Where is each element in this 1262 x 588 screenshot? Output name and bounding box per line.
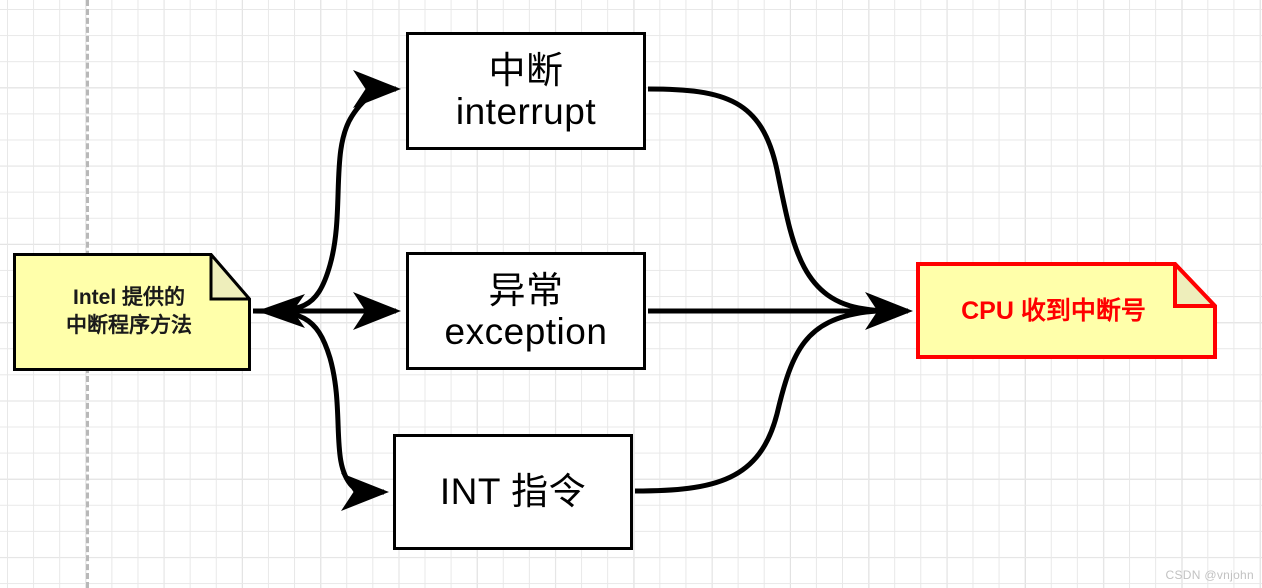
node-cpu-note[interactable]: CPU 收到中断号 — [916, 262, 1217, 359]
node-exception-label: 异常 exception — [444, 269, 608, 352]
node-exception-box[interactable]: 异常 exception — [406, 252, 646, 370]
note-fold-shape — [209, 253, 251, 301]
edge-int-to-cpu — [634, 308, 903, 494]
note-body-shape — [13, 253, 251, 371]
note-body-shape — [916, 262, 1217, 359]
watermark: CSDN @vnjohn — [1165, 568, 1254, 582]
edge-interrupt-to-cpu — [647, 86, 903, 314]
edge-source-to-int — [252, 308, 389, 512]
node-int-box[interactable]: INT 指令 — [393, 434, 633, 550]
node-interrupt-label: 中断 interrupt — [455, 49, 597, 132]
edge-source-to-interrupt — [252, 70, 401, 314]
node-interrupt-box[interactable]: 中断 interrupt — [406, 32, 646, 150]
note-fold-shape — [1173, 262, 1217, 308]
node-source-note[interactable]: Intel 提供的 中断程序方法 — [13, 253, 251, 371]
node-int-label: INT 指令 — [439, 471, 587, 513]
